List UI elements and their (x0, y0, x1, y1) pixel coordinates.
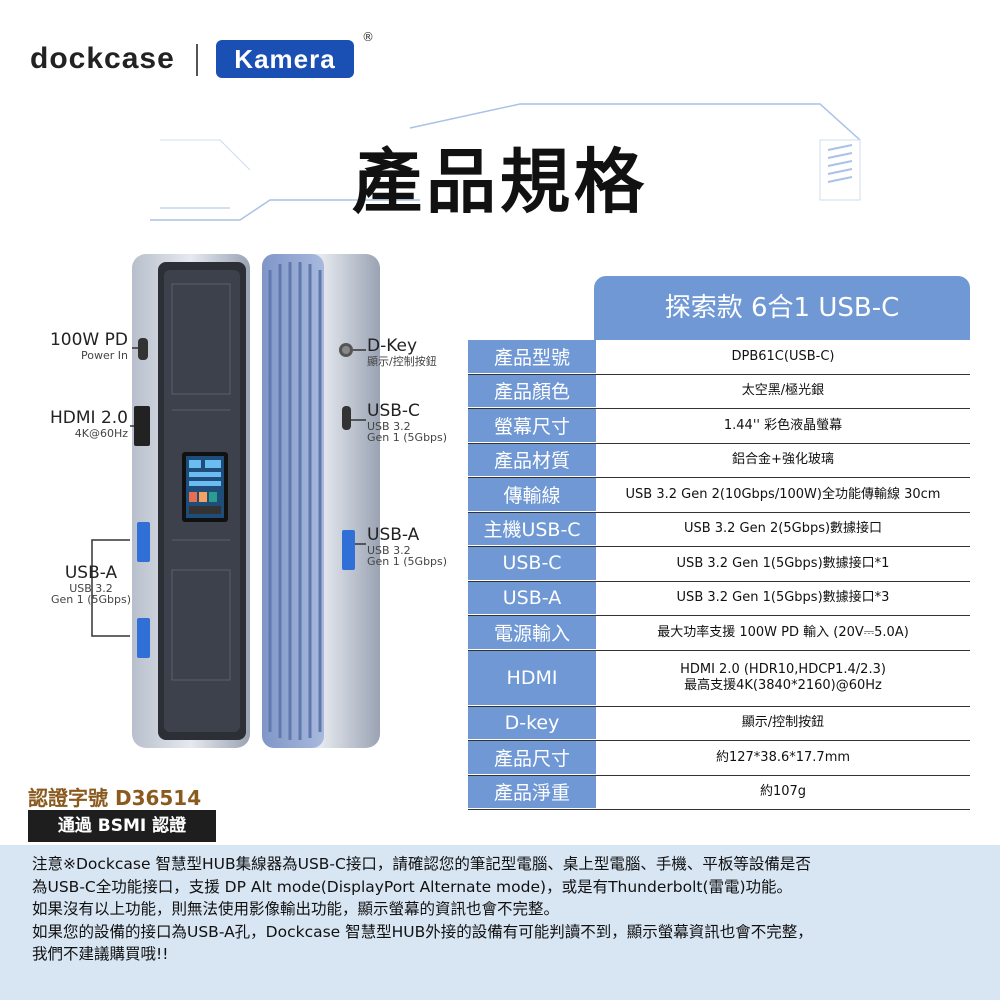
notice-line: 如果您的設備的接口為USB-A孔，Dockcase 智慧型HUB外接的設備有可能… (32, 922, 813, 941)
registered-mark: ® (362, 30, 374, 44)
cert-number: 認證字號 D36514 (28, 786, 202, 810)
callout-usba-right-main: USB-A (367, 525, 420, 545)
spec-row: 產品型號 DPB61C(USB-C) (468, 340, 970, 375)
product-image (91, 254, 380, 748)
title-decoration (150, 103, 861, 221)
callout-usba-left-sub2: Gen 1 (5Gbps) (50, 593, 132, 607)
spec-value: USB 3.2 Gen 1(5Gbps)數據接口*1 (676, 555, 890, 571)
callout-usba-left: USB-A USB 3.2 Gen 1 (5Gbps) (46, 563, 136, 607)
spec-value: USB 3.2 Gen 1(5Gbps)數據接口*3 (676, 590, 890, 606)
spec-value: 最大功率支援 100W PD 輸入 (20V⎓5.0A) (657, 624, 909, 640)
logo-divider (196, 44, 198, 76)
spec-label: 產品尺寸 (468, 741, 596, 775)
callout-usba-left-sub1: USB 3.2 (69, 581, 113, 595)
callout-hdmi-main: HDMI 2.0 (50, 408, 128, 428)
spec-row: 傳輸線 USB 3.2 Gen 2(10Gbps/100W)全功能傳輸線 30c… (468, 478, 970, 513)
callout-dkey: D-Key 顯示/控制按鈕 (367, 336, 467, 368)
spec-label: USB-A (468, 581, 596, 615)
notice-line: 我們不建議購買哦!! (32, 945, 169, 963)
callout-power-sub: Power In (81, 348, 128, 362)
spec-label: 主機USB-C (468, 512, 596, 546)
dockcase-logo: dockcase (30, 42, 175, 75)
spec-row: USB-C USB 3.2 Gen 1(5Gbps)數據接口*1 (468, 547, 970, 582)
spec-label: 產品材質 (468, 443, 596, 477)
notice-line: 為USB-C全功能接口，支援 DP Alt mode(DisplayPort A… (32, 877, 793, 896)
page-title: 產品規格 (352, 141, 648, 223)
callout-usba-right-sub2: Gen 1 (5Gbps) (367, 555, 448, 569)
spec-value: 顯示/控制按鈕 (741, 715, 825, 731)
spec-value-line: HDMI 2.0 (HDR10,HDCP1.4/2.3) (680, 661, 886, 677)
callout-usba-right: USB-A USB 3.2 Gen 1 (5Gbps) (367, 525, 467, 569)
spec-table: 產品型號 DPB61C(USB-C) 產品顏色 太空黑/極光銀 螢幕尺寸 1.4… (468, 340, 970, 810)
spec-label: 傳輸線 (468, 478, 596, 512)
callout-usbc: USB-C USB 3.2 Gen 1 (5Gbps) (367, 401, 467, 445)
callout-usbc-sub2: Gen 1 (5Gbps) (367, 431, 448, 445)
spec-row: 螢幕尺寸 1.44'' 彩色液晶螢幕 (468, 409, 970, 444)
notice-line: 如果沒有以上功能，則無法使用影像輸出功能，顯示螢幕的資訊也會不完整。 (32, 900, 560, 918)
callout-hdmi: HDMI 2.0 4K@60Hz (30, 408, 128, 440)
spec-label: 螢幕尺寸 (468, 409, 596, 443)
spec-label: 產品顏色 (468, 374, 596, 408)
spec-row: HDMI HDMI 2.0 (HDR10,HDCP1.4/2.3) 最高支援4K… (468, 650, 970, 707)
spec-value: 約107g (759, 784, 807, 800)
spec-value: 太空黑/極光銀 (741, 383, 825, 399)
callout-usbc-sub1: USB 3.2 (367, 419, 411, 433)
spec-value: USB 3.2 Gen 2(10Gbps/100W)全功能傳輸線 30cm (625, 486, 941, 502)
spec-value: DPB61C(USB-C) (731, 348, 835, 364)
spec-label: USB-C (468, 547, 596, 581)
kamera-logo: Kamera (216, 40, 354, 78)
spec-label: 產品型號 (468, 340, 596, 374)
spec-row: 產品淨重 約107g (468, 775, 970, 810)
spec-row: 電源輸入 最大功率支援 100W PD 輸入 (20V⎓5.0A) (468, 616, 970, 651)
spec-row: 產品尺寸 約127*38.6*17.7mm (468, 741, 970, 776)
notice-box: 注意※Dockcase 智慧型HUB集線器為USB-C接口，請確認您的筆記型電腦… (0, 845, 1000, 1000)
spec-value: 約127*38.6*17.7mm (715, 749, 851, 765)
spec-label: D-key (468, 706, 596, 740)
bsmi-badge: 通過 BSMI 認證 (28, 810, 216, 842)
notice-line: 注意※Dockcase 智慧型HUB集線器為USB-C接口，請確認您的筆記型電腦… (32, 855, 811, 873)
callout-power: 100W PD Power In (30, 330, 128, 362)
spec-value: 1.44'' 彩色液晶螢幕 (723, 417, 843, 433)
spec-value: 鋁合金+強化玻璃 (732, 452, 834, 468)
callout-power-main: 100W PD (49, 330, 128, 350)
spec-row: 主機USB-C USB 3.2 Gen 2(5Gbps)數據接口 (468, 512, 970, 547)
spec-label: HDMI (468, 650, 596, 706)
callout-usba-right-sub1: USB 3.2 (367, 543, 411, 557)
spec-row: 產品顏色 太空黑/極光銀 (468, 374, 970, 409)
callout-usbc-main: USB-C (367, 401, 420, 421)
spec-value-line: 最高支援4K(3840*2160)@60Hz (684, 678, 882, 693)
spec-row: D-key 顯示/控制按鈕 (468, 706, 970, 741)
spec-value: USB 3.2 Gen 2(5Gbps)數據接口 (683, 521, 883, 537)
spec-row: 產品材質 鋁合金+強化玻璃 (468, 443, 970, 478)
spec-label: 產品淨重 (468, 775, 596, 809)
spec-label: 電源輸入 (468, 616, 596, 650)
callout-dkey-sub: 顯示/控制按鈕 (367, 354, 437, 368)
callout-dkey-main: D-Key (367, 336, 418, 356)
spec-header: 探索款 6合1 USB-C (594, 276, 970, 340)
callout-usba-left-main: USB-A (64, 563, 118, 583)
callout-hdmi-sub: 4K@60Hz (74, 426, 128, 440)
spec-value: HDMI 2.0 (HDR10,HDCP1.4/2.3) 最高支援4K(3840… (596, 651, 970, 706)
spec-row: USB-A USB 3.2 Gen 1(5Gbps)數據接口*3 (468, 581, 970, 616)
